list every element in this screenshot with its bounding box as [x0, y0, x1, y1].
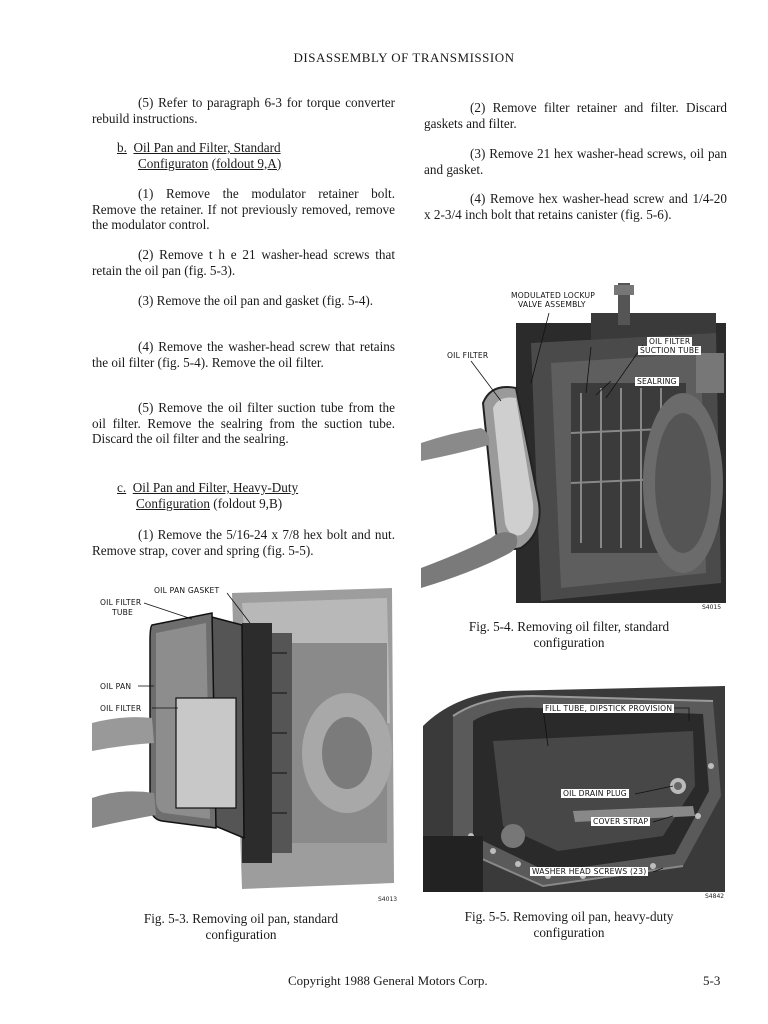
fig-5-3-label-filter: OIL FILTER: [98, 704, 144, 713]
fig-5-3-caption-line2: configuration: [205, 926, 277, 942]
fig-5-3-caption: Fig. 5-3. Removing oil pan, standard con…: [96, 911, 386, 942]
step-b4: (4) Remove the washer-head screw that re…: [92, 339, 395, 370]
fig-5-3-illustration: [92, 583, 394, 895]
fig-5-5-label-screws: WASHER HEAD SCREWS (23): [530, 867, 649, 876]
fig-5-4-photo: MODULATED LOCKUP VALVE ASSEMBLY OIL FILT…: [421, 283, 726, 603]
fig-5-5-code: S4842: [705, 893, 725, 900]
fig-5-3-label-pan: OIL PAN: [98, 682, 134, 691]
fig-5-3-photo: OIL PAN GASKET OIL FILTER TUBE OIL PAN O…: [92, 583, 394, 895]
fig-5-4-label-lockup-2: VALVE ASSEMBLY: [516, 300, 588, 309]
section-b-letter: b.: [117, 140, 127, 155]
step-r2: (2) Remove filter retainer and filter. D…: [424, 100, 727, 131]
fig-5-3-code: S4013: [378, 896, 398, 903]
fig-5-3-label-gasket: OIL PAN GASKET: [152, 586, 222, 595]
fig-5-3-caption-line1: Fig. 5-3. Removing oil pan, standard: [143, 911, 339, 926]
section-c-title-line2: Configuration: [136, 495, 210, 511]
fig-5-4-code: S4015: [702, 604, 722, 611]
fig-5-3-label-tube-2: TUBE: [110, 608, 136, 617]
page-title: DISASSEMBLY OF TRANSMISSION: [293, 50, 515, 65]
section-b-title-line1: Oil Pan and Filter, Standard: [133, 140, 281, 155]
fig-5-5-label-cover-strap: COVER STRAP: [591, 817, 651, 826]
fig-5-5-caption-line2: configuration: [533, 924, 605, 940]
section-b-title-line2: Configuraton: [138, 155, 209, 171]
fig-5-5-caption-line1: Fig. 5-5. Removing oil pan, heavy-duty: [464, 909, 674, 924]
step-r4: (4) Remove hex washer-head screw and 1/4…: [424, 191, 727, 222]
section-b-heading: b. Oil Pan and Filter, Standard Configur…: [117, 140, 397, 171]
step-b1: (1) Remove the modulator retainer bolt. …: [92, 186, 395, 232]
fig-5-5-label-fill-tube: FILL TUBE, DIPSTICK PROVISION: [543, 704, 675, 713]
fig-5-4-caption-line1: Fig. 5-4. Removing oil filter, standard: [468, 619, 670, 634]
step-5-torque: (5) Refer to paragraph 6-3 for torque co…: [92, 95, 395, 126]
step-r3: (3) Remove 21 hex washer-head screws, oi…: [424, 146, 727, 177]
fig-5-4-caption: Fig. 5-4. Removing oil filter, standard …: [424, 619, 714, 650]
section-c-foldout: (foldout 9,B): [213, 495, 283, 511]
fig-5-5-label-drain-plug: OIL DRAIN PLUG: [561, 789, 629, 798]
fig-5-4-caption-line2: configuration: [533, 634, 605, 650]
section-c-title-line1: Oil Pan and Filter, Heavy-Duty: [132, 480, 299, 495]
step-c1: (1) Remove the 5/16-24 x 7/8 hex bolt an…: [92, 527, 395, 558]
fig-5-5-caption: Fig. 5-5. Removing oil pan, heavy-duty c…: [424, 909, 714, 940]
page-number: 5-3: [703, 973, 721, 988]
section-c-letter: c.: [117, 480, 127, 495]
fig-5-4-label-sealring: SEALRING: [635, 377, 679, 386]
fig-5-5-photo: FILL TUBE, DIPSTICK PROVISION OIL DRAIN …: [423, 686, 725, 892]
fig-5-4-label-filter: OIL FILTER: [445, 351, 491, 360]
fig-5-4-label-tube-2: SUCTION TUBE: [638, 346, 702, 355]
step-b5: (5) Remove the oil filter suction tube f…: [92, 400, 395, 446]
step-b3: (3) Remove the oil pan and gasket (fig. …: [138, 293, 374, 308]
footer-copyright: Copyright 1988 General Motors Corp.: [288, 973, 488, 988]
section-c-heading: c. Oil Pan and Filter, Heavy-Duty Config…: [117, 480, 397, 511]
step-b2: (2) Remove t h e 21 washer-head screws t…: [92, 247, 395, 278]
fig-5-3-label-tube-1: OIL FILTER: [98, 598, 144, 607]
fig-5-4-label-lockup-1: MODULATED LOCKUP: [509, 291, 597, 300]
fig-5-4-illustration: [421, 283, 726, 603]
section-b-foldout: (foldout 9,A): [211, 155, 282, 171]
fig-5-4-label-tube-1: OIL FILTER: [647, 337, 693, 346]
